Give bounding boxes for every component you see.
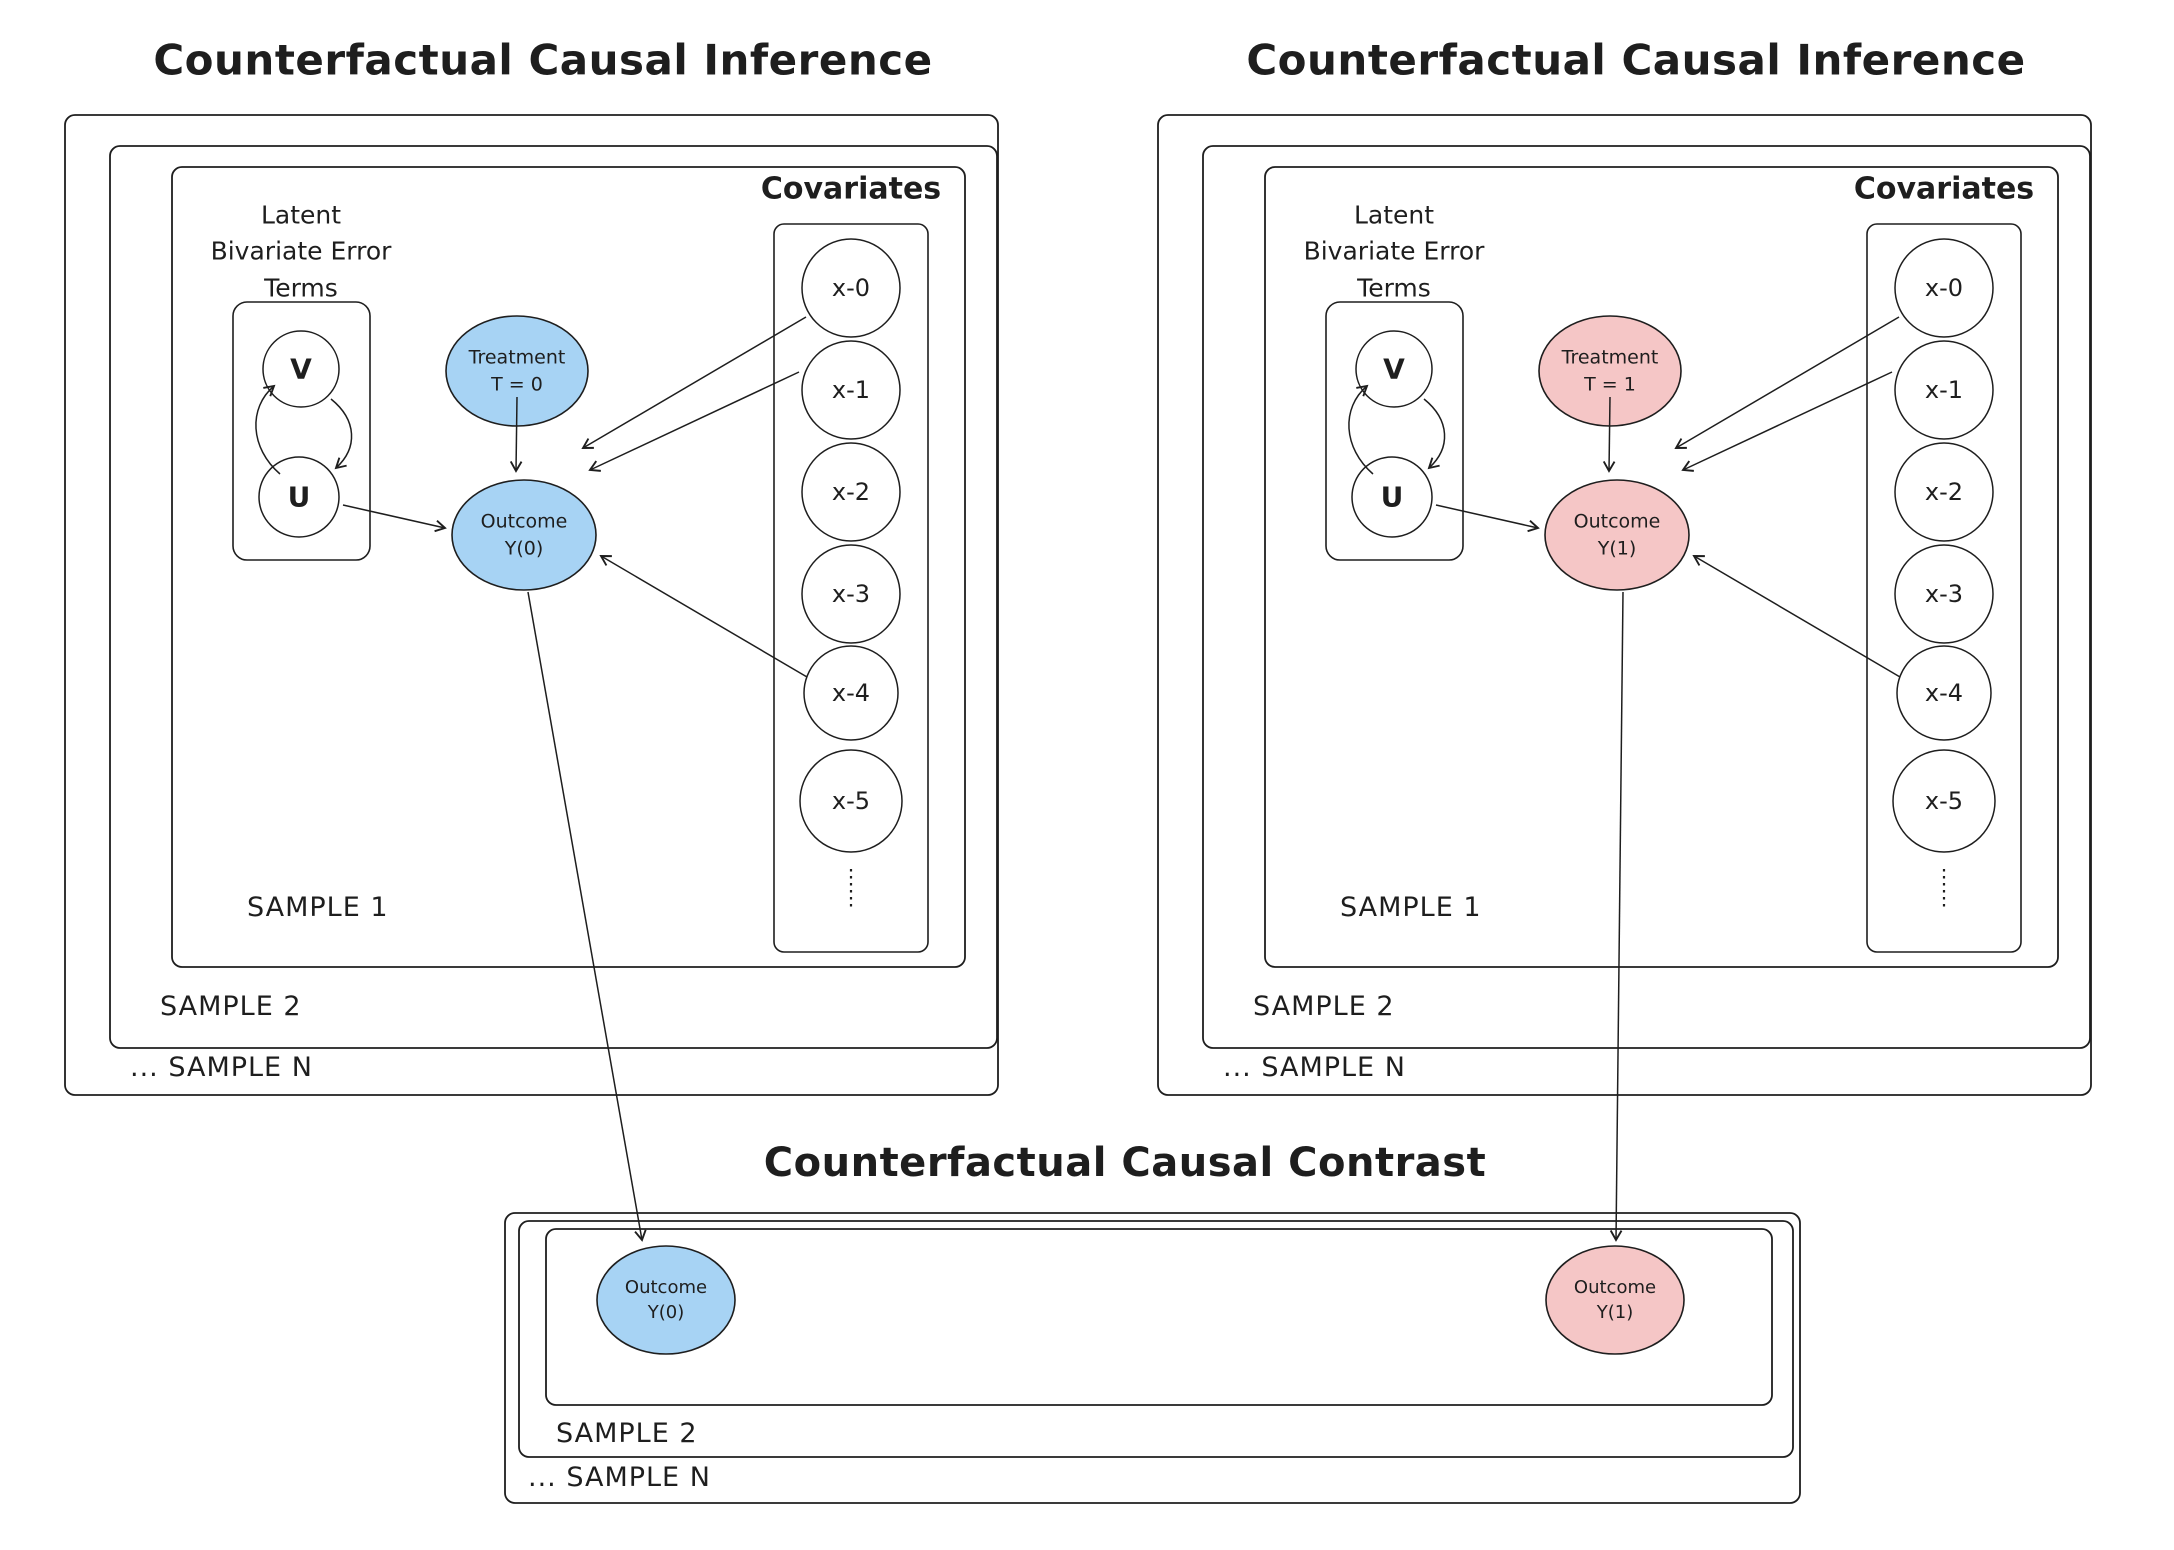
bottom-sample-n-label: ... SAMPLE N bbox=[528, 1462, 711, 1493]
bottom-sample-1-box bbox=[545, 1228, 1773, 1406]
left-covariate-x1-circle bbox=[801, 340, 901, 440]
right-u-to-v-curved-arrow bbox=[1348, 384, 1374, 475]
right-covariate-x1-label: x-1 bbox=[1924, 376, 1964, 404]
right-covariate-x2-circle bbox=[1894, 442, 1994, 542]
left-x0-to-outcome-arrow bbox=[581, 316, 807, 449]
left-treatment-to-outcome-arrow bbox=[509, 396, 523, 473]
bottom-outcome-y0-label: Outcome Y(0) bbox=[624, 1276, 708, 1323]
right-sample-1-label: SAMPLE 1 bbox=[1340, 892, 1482, 923]
right-covariate-x2-label: x-2 bbox=[1924, 478, 1964, 506]
left-covariate-x0-label: x-0 bbox=[831, 274, 871, 302]
left-panel-title: Counterfactual Causal Inference bbox=[153, 35, 933, 85]
right-covariate-x4-label: x-4 bbox=[1924, 679, 1964, 707]
left-sample-1-label: SAMPLE 1 bbox=[247, 892, 389, 923]
right-x1-to-outcome-arrow bbox=[1681, 371, 1893, 472]
left-u-to-outcome-arrow bbox=[342, 504, 447, 533]
left-v-label: V bbox=[290, 352, 312, 386]
left-covariates-title: Covariates bbox=[760, 171, 942, 207]
left-outcome-ellipse bbox=[451, 479, 597, 591]
left-covariate-x4-label: x-4 bbox=[831, 679, 871, 707]
bottom-sample-2-label: SAMPLE 2 bbox=[556, 1418, 698, 1449]
right-covariate-x5-circle bbox=[1892, 749, 1996, 853]
right-covariate-x1-circle bbox=[1894, 340, 1994, 440]
right-latent-label: Latent Bivariate Error Terms bbox=[1303, 200, 1485, 303]
bottom-outcome-y1-ellipse bbox=[1545, 1245, 1685, 1355]
left-outcome-to-contrast-arrow bbox=[527, 591, 647, 1242]
left-covariate-x2-label: x-2 bbox=[831, 478, 871, 506]
left-x4-to-outcome-arrow bbox=[599, 555, 808, 678]
right-u-to-outcome-arrow bbox=[1435, 504, 1540, 533]
right-treatment-to-outcome-arrow bbox=[1602, 396, 1616, 473]
left-u-circle bbox=[258, 456, 340, 538]
left-covariate-x5-label: x-5 bbox=[831, 787, 871, 815]
right-sample-n-label: ... SAMPLE N bbox=[1223, 1052, 1406, 1083]
right-u-label: U bbox=[1380, 480, 1404, 514]
left-u-to-v-curved-arrow bbox=[255, 384, 281, 475]
left-latent-label: Latent Bivariate Error Terms bbox=[210, 200, 392, 303]
right-outcome-ellipse bbox=[1544, 479, 1690, 591]
right-panel-title: Counterfactual Causal Inference bbox=[1246, 35, 2026, 85]
left-covariate-x0-circle bbox=[801, 238, 901, 338]
left-treatment-label: Treatment T = 0 bbox=[468, 346, 566, 395]
right-covariate-x3-circle bbox=[1894, 544, 1994, 644]
left-v-to-u-curved-arrow bbox=[330, 398, 353, 470]
bottom-outcome-y0-ellipse bbox=[596, 1245, 736, 1355]
right-v-to-u-curved-arrow bbox=[1423, 398, 1446, 470]
left-sample-n-label: ... SAMPLE N bbox=[130, 1052, 313, 1083]
left-v-circle bbox=[262, 330, 340, 408]
right-covariate-x0-label: x-0 bbox=[1924, 274, 1964, 302]
left-covariate-x3-label: x-3 bbox=[831, 580, 871, 608]
left-x1-to-outcome-arrow bbox=[588, 371, 800, 472]
left-u-label: U bbox=[287, 480, 311, 514]
right-sample-2-label: SAMPLE 2 bbox=[1253, 991, 1395, 1022]
left-covariate-x1-label: x-1 bbox=[831, 376, 871, 404]
right-covariates-title: Covariates bbox=[1853, 171, 2035, 207]
right-treatment-label: Treatment T = 1 bbox=[1561, 346, 1659, 395]
right-covariate-x3-label: x-3 bbox=[1924, 580, 1964, 608]
right-covariate-x4-circle bbox=[1896, 645, 1992, 741]
right-v-circle bbox=[1355, 330, 1433, 408]
right-outcome-label: Outcome Y(1) bbox=[1573, 510, 1661, 559]
left-covariate-x3-circle bbox=[801, 544, 901, 644]
right-covariate-x5-label: x-5 bbox=[1924, 787, 1964, 815]
right-u-circle bbox=[1351, 456, 1433, 538]
right-x0-to-outcome-arrow bbox=[1674, 316, 1900, 449]
left-covariate-x4-circle bbox=[803, 645, 899, 741]
right-v-label: V bbox=[1383, 352, 1405, 386]
right-x4-to-outcome-arrow bbox=[1692, 555, 1901, 678]
left-covariate-x5-circle bbox=[799, 749, 903, 853]
left-covariate-x2-circle bbox=[801, 442, 901, 542]
bottom-outcome-y1-label: Outcome Y(1) bbox=[1573, 1276, 1657, 1323]
left-sample-2-label: SAMPLE 2 bbox=[160, 991, 302, 1022]
right-covariate-x0-circle bbox=[1894, 238, 1994, 338]
left-outcome-label: Outcome Y(0) bbox=[480, 510, 568, 559]
right-outcome-to-contrast-arrow bbox=[1609, 591, 1624, 1242]
bottom-panel-title: Counterfactual Causal Contrast bbox=[763, 1140, 1487, 1186]
